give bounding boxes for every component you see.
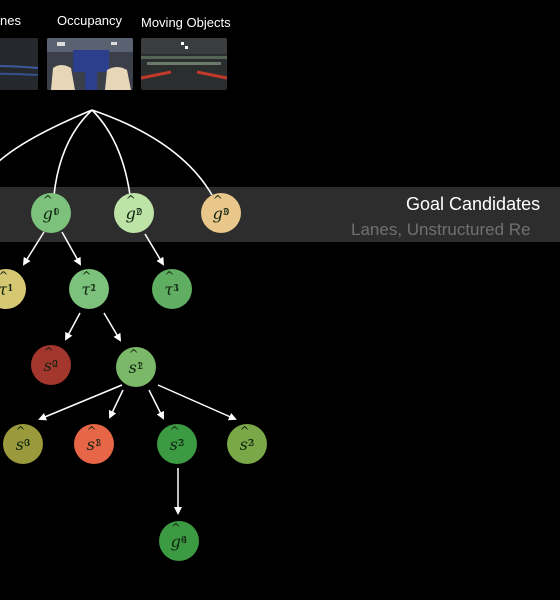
lanes-label: nes <box>0 13 21 28</box>
node-g02-hat: ^ <box>125 192 136 207</box>
node-s20-sub: 2 <box>52 360 59 370</box>
edge-t12-s21 <box>103 312 122 342</box>
occupancy-label: Occupancy <box>57 13 123 28</box>
node-s21-sup: 1 <box>136 362 143 372</box>
edge-g02-t13 <box>144 233 165 266</box>
node-s30-hat: ^ <box>15 423 26 438</box>
node-t11-base: τ <box>0 280 7 299</box>
node-s32a-hat: ^ <box>169 423 180 438</box>
node-s31-hat: ^ <box>86 423 97 438</box>
node-t12-hat: ^ <box>81 268 92 283</box>
node-t12-sup: 2 <box>90 284 96 294</box>
edge-root-left <box>0 109 93 162</box>
node-s31-sup: 1 <box>94 439 101 449</box>
node-g03-sup: 3 <box>222 208 229 218</box>
node-s31-sub: 3 <box>95 439 102 449</box>
node-s30-sup: 0 <box>23 439 30 449</box>
node-s21-hat: ^ <box>128 346 139 361</box>
node-g03-base: g <box>212 203 223 223</box>
node-g02-sup: 2 <box>135 208 142 218</box>
node-s20-base: s <box>43 355 52 375</box>
node-s31-base: s <box>86 434 95 454</box>
edge-s21-s31 <box>108 389 124 419</box>
node-s32b-hat: ^ <box>239 423 250 438</box>
edge-g01-t11 <box>22 231 45 266</box>
node-g40-sub: 4 <box>181 536 188 546</box>
node-s20-sup: 0 <box>51 360 58 370</box>
edge-root-g02 <box>91 109 131 196</box>
node-t11-hat: ^ <box>0 268 9 283</box>
node-g40-hat: ^ <box>170 520 181 535</box>
occupancy-thumbnail <box>47 38 133 90</box>
node-t13-sub: 1 <box>173 284 180 294</box>
moving-objects-thumbnail <box>141 38 227 90</box>
node-g01-sup: 1 <box>52 208 59 218</box>
node-s20-hat: ^ <box>43 344 54 359</box>
edge-root-g01 <box>53 109 93 196</box>
node-g03-sub: 0 <box>223 208 230 218</box>
node-g03-hat: ^ <box>212 192 223 207</box>
band-subtitle: Lanes, Unstructured Re <box>351 220 531 239</box>
moving-objects-label: Moving Objects <box>141 15 231 30</box>
node-t13-sup: 3 <box>173 284 179 294</box>
node-s30-base: s <box>15 434 24 454</box>
node-t13-base: τ <box>164 279 174 299</box>
node-t11-sup: 1 <box>7 284 13 294</box>
node-s32b-sup: 2 <box>247 439 254 449</box>
node-t11-sub: 1 <box>7 284 14 294</box>
node-s32a-sup: 2 <box>177 439 184 449</box>
node-g01-hat: ^ <box>42 192 53 207</box>
node-g01-sub: 0 <box>53 208 60 218</box>
node-g40-sup: 0 <box>180 536 187 546</box>
node-t12-sub: 1 <box>90 284 97 294</box>
edge-s21-s32a <box>148 389 164 420</box>
edge-s21-s32b <box>157 384 237 421</box>
edge-t12-s20 <box>65 312 81 341</box>
node-s32a-sub: 3 <box>178 439 185 449</box>
node-t12-base: τ <box>81 279 91 299</box>
node-t13-hat: ^ <box>164 268 175 283</box>
node-g01-base: g <box>42 203 53 223</box>
node-s21-base: s <box>128 357 137 377</box>
node-s21-sub: 2 <box>137 362 144 372</box>
node-s32b-base: s <box>239 434 248 454</box>
node-g02-sub: 0 <box>136 208 143 218</box>
node-g40-base: g <box>170 531 181 551</box>
node-s30-sub: 3 <box>24 439 31 449</box>
edge-s21-s30 <box>38 384 123 421</box>
node-s32b-sub: 3 <box>248 439 255 449</box>
lanes-thumbnail <box>0 38 38 90</box>
band-title: Goal Candidates <box>406 194 541 214</box>
node-g02-base: g <box>125 203 136 223</box>
goal-candidates-band <box>0 187 560 242</box>
node-s32a-base: s <box>169 434 178 454</box>
edge-root-g03 <box>91 109 213 196</box>
edge-g01-t12 <box>61 231 81 266</box>
